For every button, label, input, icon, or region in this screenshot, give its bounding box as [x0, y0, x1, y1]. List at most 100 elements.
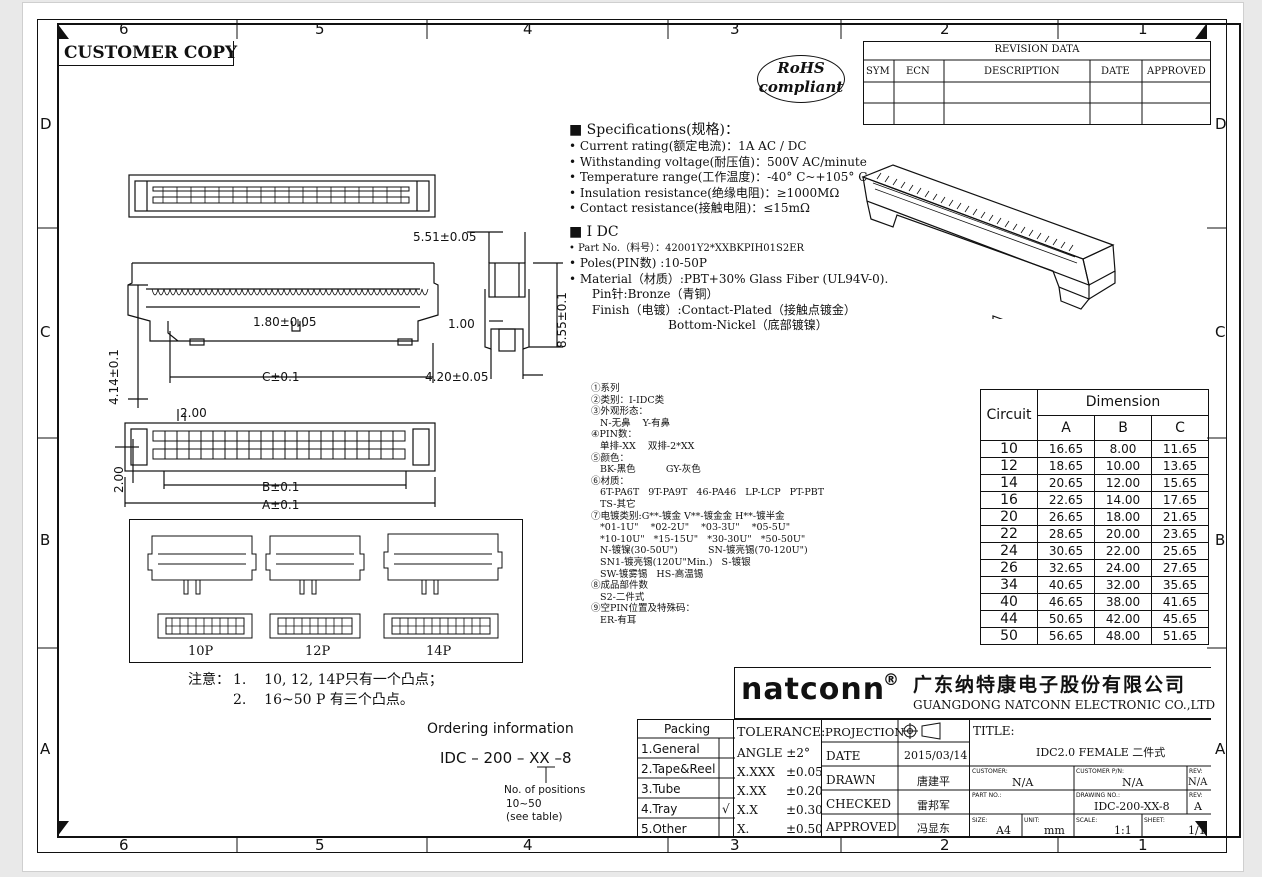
packing-option[interactable]: 2.Tape&Reel [641, 762, 716, 776]
connector-front-view [127, 262, 439, 408]
spec-item: • Withstanding voltage(耐压值)：500V AC/minu… [569, 154, 867, 169]
variants-panel: 10P 12P 14P [129, 519, 523, 663]
size-value: A4 [996, 824, 1011, 837]
connector-3d-slots [872, 172, 1078, 264]
rev-label: REV: [1189, 768, 1203, 775]
tolerance-block: TOLERANCE: ANGLE ±2° X.XXX ±0.05 X.XX ±0… [734, 719, 826, 837]
dim-table-dimension-header: Dimension [1037, 389, 1209, 416]
variant-label-12p: 12P [305, 644, 331, 659]
dim-table-circuit-cell: 14 [980, 474, 1038, 492]
idc-item: Bottom-Nickel（底部镀镍） [569, 318, 828, 332]
dim-table-value-cell: 20.00 [1094, 525, 1152, 543]
dim-8-55: 8.55±0.1 [555, 292, 569, 348]
checked-label: CHECKED [826, 797, 891, 811]
dim-table-circuit-header: Circuit [980, 389, 1038, 441]
packing-option[interactable]: 5.Other [641, 822, 687, 836]
tolerance-value: ±0.05 [786, 765, 823, 779]
company-logo-text: natconn [741, 672, 886, 707]
ordering-title: Ordering information [427, 721, 574, 737]
spec-item: • Contact resistance(接触电阻)：≤15mΩ [569, 201, 810, 215]
rohs-badge: RoHS compliant [757, 55, 845, 103]
connector-bottom-view [115, 409, 436, 507]
zone-col-label: 3 [730, 20, 740, 38]
spec-heading: ■ Specifications(规格)： [569, 122, 740, 138]
ordering-note: No. of positions [504, 784, 586, 796]
inner-frame [57, 23, 1241, 838]
checked-value: 雷邦军 [917, 799, 950, 812]
note-1: 1. 10, 12, 14P只有一个凸点； [233, 672, 443, 688]
packing-option[interactable]: 3.Tube [641, 782, 681, 796]
spec-item: • Temperature range(工作温度)：-40° C~+105° C [569, 170, 868, 184]
title-label: TITLE: [973, 724, 1015, 738]
ordering-note: 10~50 [506, 798, 542, 810]
dim-table-value-cell: 32.65 [1037, 559, 1095, 577]
zone-col-label: 2 [940, 20, 950, 38]
connector-3d-view [861, 164, 1116, 319]
dim-table-value-cell: 12.00 [1094, 474, 1152, 492]
idc-item: Finish（电镀）:Contact-Plated（接触点镀金） [569, 302, 856, 317]
idc-heading: ■ I DC [569, 223, 619, 240]
dim-table-value-cell: 28.65 [1037, 525, 1095, 543]
drawing-no-value: IDC-200-XX-8 [1094, 800, 1170, 813]
idc-item: • Part No.（料号）：42001Y2*XXBKPIH01S2ER [569, 242, 805, 254]
legend-line: N-镀镍(30-50U") SN-镀亮锡(70-120U") [591, 545, 808, 557]
dim-table-value-cell: 40.65 [1037, 576, 1095, 594]
zone-row-label: A [40, 740, 51, 758]
dim-1-80: 1.80±0.05 [253, 315, 317, 329]
revision-table: REVISION DATA SYM ECN DESCRIPTION DATE A… [863, 41, 1211, 125]
revision-header: DESCRIPTION [984, 66, 1060, 77]
top-view-pins [152, 186, 410, 204]
customer-pn-value: N/A [1122, 776, 1144, 789]
legend-line: ⑨空PIN位置及特殊码： [591, 603, 695, 615]
dim-table-value-cell: 20.65 [1037, 474, 1095, 492]
legend-line: 6T-PA6T 9T-PA9T 46-PA46 LP-LCP PT-PBT [591, 487, 825, 499]
dim-table-value-cell: 41.65 [1151, 593, 1209, 611]
zone-row-label: B [1215, 531, 1226, 549]
dim-table-circuit-cell: 16 [980, 491, 1038, 509]
rohs-line1: RoHS [777, 59, 825, 77]
dim-table-value-cell: 21.65 [1151, 508, 1209, 526]
zone-row-label: C [1215, 323, 1226, 341]
dim-table-value-cell: 18.65 [1037, 457, 1095, 475]
dim-2-00-row: 2.00 [112, 466, 126, 493]
unit-value: mm [1044, 824, 1065, 837]
dim-table-circuit-cell: 24 [980, 542, 1038, 560]
legend-line: ③外观形态： [591, 406, 649, 418]
tolerance-title: TOLERANCE: [737, 724, 826, 739]
dim-table-value-cell: 32.00 [1094, 576, 1152, 594]
packing-option[interactable]: 1.General [641, 742, 700, 756]
bottom-view-pin-grid [152, 430, 406, 460]
connector-side-view [467, 231, 563, 379]
dim-table-value-cell: 11.65 [1151, 440, 1209, 458]
packing-check-mark: √ [722, 802, 730, 816]
legend-line: *01-1U" *02-2U" *03-3U" *05-5U" [591, 522, 791, 534]
company-name-en: GUANGDONG NATCONN ELECTRONIC CO.,LTD [913, 698, 1216, 712]
dim-table-value-cell: 8.00 [1094, 440, 1152, 458]
projection-symbol [902, 722, 941, 740]
zone-col-label: 6 [119, 836, 129, 854]
idc-item: • Poles(PIN数) :10-50P [569, 256, 708, 270]
dim-table-value-cell: 26.65 [1037, 508, 1095, 526]
dim-table-circuit-cell: 50 [980, 627, 1038, 645]
dim-table-value-cell: 22.00 [1094, 542, 1152, 560]
zone-row-label: A [1215, 740, 1226, 758]
scale-label: SCALE: [1076, 817, 1098, 824]
size-label: SIZE: [972, 817, 988, 824]
outer-border [37, 19, 1227, 853]
legend-line: ⑦电镀类别:G**-镀金 V**-镀金金 H**-镀半金 [591, 510, 785, 522]
dim-table-value-cell: 45.65 [1151, 610, 1209, 628]
zone-col-label: 5 [315, 836, 325, 854]
zone-col-label: 1 [1138, 836, 1148, 854]
variant-label-10p: 10P [188, 644, 214, 659]
legend-line: 单排-XX 双排-2*XX [591, 440, 695, 452]
drawing-title: IDC2.0 FEMALE 二件式 [1036, 746, 1166, 759]
packing-title: Packing [664, 722, 711, 736]
front-view-ribs [151, 288, 429, 296]
revision-header: ECN [906, 66, 930, 77]
customer-pn-label: CUSTOMER P/N: [1076, 768, 1124, 775]
packing-option[interactable]: 4.Tray [641, 802, 678, 816]
